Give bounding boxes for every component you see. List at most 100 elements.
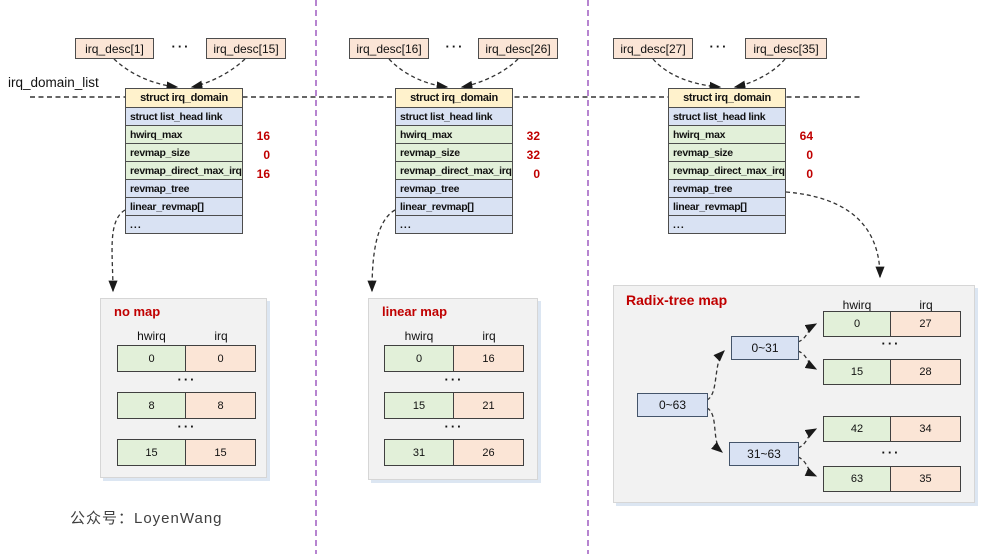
- irq-cell: 26: [454, 439, 524, 466]
- map-ellipsis: ···: [177, 372, 197, 387]
- struct-field-ellipsis: ...: [396, 215, 512, 233]
- arrow-desc3-left: [652, 58, 722, 91]
- desc-ellipsis: ···: [445, 39, 465, 54]
- irq-cell: 34: [891, 416, 961, 442]
- linear-map-panel: linear map hwirq irq 0 16 ··· 15 21 ··· …: [368, 298, 538, 480]
- irq-cell: 8: [186, 392, 256, 419]
- map-row: 63 35: [823, 466, 961, 492]
- irq-cell: 27: [891, 311, 961, 337]
- struct-field-revmap-size: revmap_size: [126, 143, 242, 161]
- irq-desc-box: irq_desc[26]: [478, 38, 558, 59]
- irq-domain-struct: struct irq_domain struct list_head link …: [395, 88, 513, 234]
- arrow-desc2-right: [460, 58, 519, 90]
- struct-field-linear-revmap: linear_revmap[]: [126, 197, 242, 215]
- map-panel-title: Radix-tree map: [626, 292, 728, 308]
- hwirq-cell: 15: [117, 439, 186, 466]
- irq-desc-box: irq_desc[35]: [745, 38, 827, 59]
- irq-cell: 0: [186, 345, 256, 372]
- hwirq-cell: 63: [823, 466, 891, 492]
- struct-field-hwirq-max: hwirq_max: [396, 125, 512, 143]
- struct-field-revmap-size: revmap_size: [669, 143, 785, 161]
- struct-field-link: struct list_head link: [396, 107, 512, 125]
- revmap-size-value: 0: [263, 148, 270, 162]
- irq-cell: 15: [186, 439, 256, 466]
- arrow-desc2-left: [388, 58, 449, 91]
- hwirq-column-header: hwirq: [404, 329, 434, 343]
- map-row: 42 34: [823, 416, 961, 442]
- arrow-struct3-to-radixmap: [785, 191, 885, 279]
- hwirq-column-header: hwirq: [137, 329, 166, 343]
- revmap-size-value: 32: [526, 148, 540, 162]
- map-row: 0 27: [823, 311, 961, 337]
- revmap-direct-max-irq-value: 16: [256, 167, 270, 181]
- struct-header: struct irq_domain: [126, 89, 242, 107]
- arrow-desc1-left: [113, 58, 179, 91]
- irq-desc-box: irq_desc[15]: [206, 38, 286, 59]
- map-ellipsis: ···: [881, 445, 901, 460]
- irq-cell: 21: [454, 392, 524, 419]
- hwirq-cell: 0: [384, 345, 454, 372]
- struct-field-revmap-size: revmap_size: [396, 143, 512, 161]
- struct-field-link: struct list_head link: [126, 107, 242, 125]
- irq-cell: 35: [891, 466, 961, 492]
- revmap-direct-max-irq-value: 0: [533, 167, 540, 181]
- map-row: 0 16: [384, 345, 524, 372]
- hwirq-column-header: hwirq: [842, 298, 872, 312]
- struct-field-ellipsis: ...: [126, 215, 242, 233]
- radix-root-node: 0~63: [637, 393, 708, 417]
- irq-domain-struct: struct irq_domain struct list_head link …: [125, 88, 243, 234]
- hwirq-cell: 15: [823, 359, 891, 385]
- map-row: 0 0: [117, 345, 256, 372]
- radix-tree-map-panel: Radix-tree map hwirq irq 0~63 0~31 31~63…: [613, 285, 975, 503]
- struct-field-revmap-tree: revmap_tree: [669, 179, 785, 197]
- map-panel-title: linear map: [382, 304, 448, 319]
- struct-field-revmap-direct-max-irq: revmap_direct_max_irq: [126, 161, 242, 179]
- struct-field-hwirq-max: hwirq_max: [669, 125, 785, 143]
- hwirq-cell: 8: [117, 392, 186, 419]
- hwirq-max-value: 32: [526, 129, 540, 143]
- struct-field-linear-revmap: linear_revmap[]: [669, 197, 785, 215]
- irq-desc-box: irq_desc[1]: [75, 38, 154, 59]
- map-row: 31 26: [384, 439, 524, 466]
- struct-field-revmap-direct-max-irq: revmap_direct_max_irq: [669, 161, 785, 179]
- irq-cell: 28: [891, 359, 961, 385]
- irq-desc-box: irq_desc[27]: [613, 38, 693, 59]
- irq-domain-struct: struct irq_domain struct list_head link …: [668, 88, 786, 234]
- watermark-text: 公众号：LoyenWang: [70, 510, 223, 527]
- irq-column-header: irq: [919, 298, 933, 312]
- arrow-desc3-right: [733, 58, 786, 90]
- hwirq-cell: 0: [823, 311, 891, 337]
- struct-header: struct irq_domain: [669, 89, 785, 107]
- map-ellipsis: ···: [177, 419, 197, 434]
- desc-ellipsis: ···: [171, 39, 191, 54]
- map-row: 15 21: [384, 392, 524, 419]
- struct-field-hwirq-max: hwirq_max: [126, 125, 242, 143]
- revmap-size-value: 0: [806, 148, 813, 162]
- arrow-desc1-right: [190, 58, 246, 90]
- map-row: 15 28: [823, 359, 961, 385]
- struct-field-revmap-direct-max-irq: revmap_direct_max_irq: [396, 161, 512, 179]
- irq-cell: 16: [454, 345, 524, 372]
- hwirq-cell: 0: [117, 345, 186, 372]
- struct-field-revmap-tree: revmap_tree: [126, 179, 242, 197]
- struct-field-link: struct list_head link: [669, 107, 785, 125]
- struct-field-ellipsis: ...: [669, 215, 785, 233]
- irq-domain-list-label: irq_domain_list: [8, 75, 99, 90]
- struct-field-revmap-tree: revmap_tree: [396, 179, 512, 197]
- arrow-struct2-to-linearmap: [367, 209, 396, 293]
- arrow-struct1-to-nomap: [108, 209, 126, 293]
- map-row: 15 15: [117, 439, 256, 466]
- hwirq-cell: 15: [384, 392, 454, 419]
- map-panel-title: no map: [114, 304, 161, 319]
- map-ellipsis: ···: [881, 336, 901, 351]
- hwirq-cell: 42: [823, 416, 891, 442]
- desc-ellipsis: ···: [709, 39, 729, 54]
- hwirq-cell: 31: [384, 439, 454, 466]
- struct-header: struct irq_domain: [396, 89, 512, 107]
- map-ellipsis: ···: [444, 419, 464, 434]
- irq-desc-box: irq_desc[16]: [349, 38, 429, 59]
- radix-upper-node: 0~31: [731, 336, 799, 360]
- map-row: 8 8: [117, 392, 256, 419]
- radix-lower-node: 31~63: [729, 442, 799, 466]
- struct-field-linear-revmap: linear_revmap[]: [396, 197, 512, 215]
